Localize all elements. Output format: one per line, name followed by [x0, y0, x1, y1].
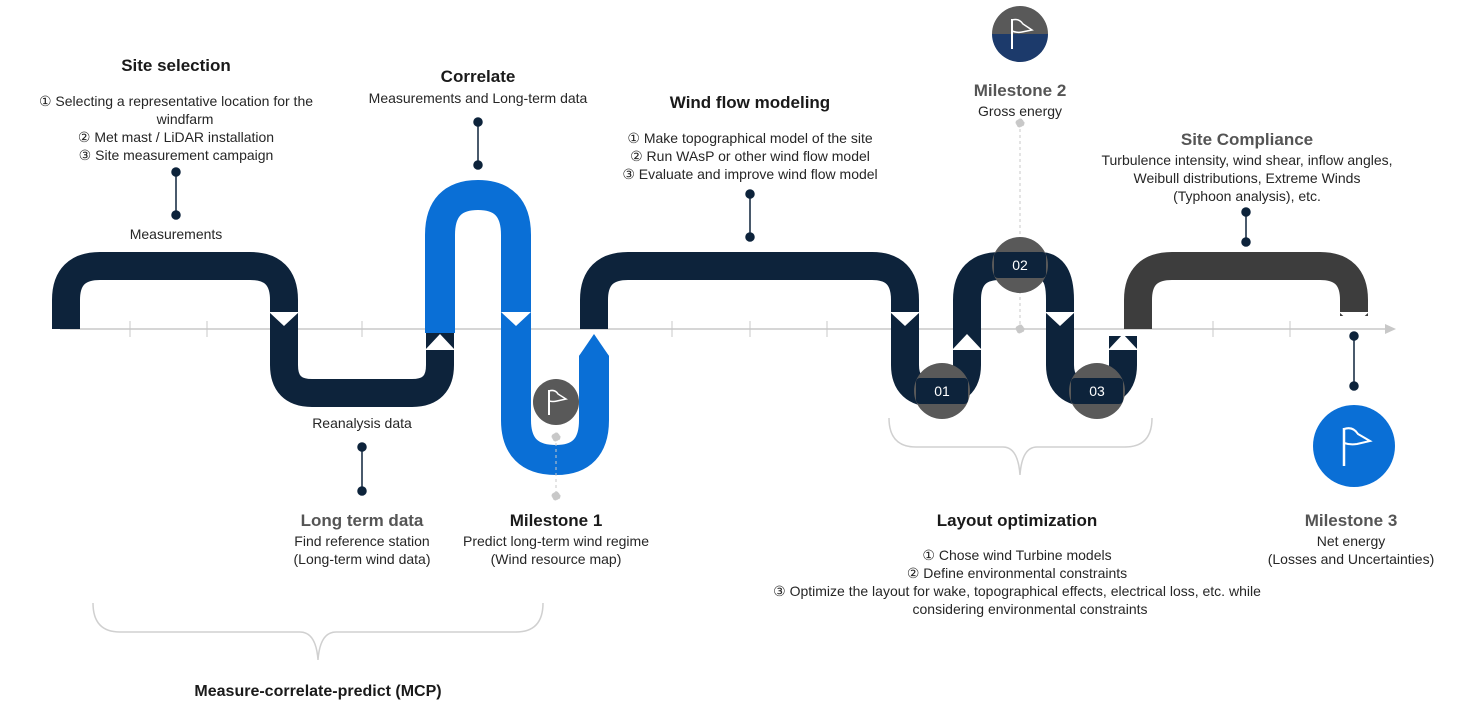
- milestone-2-title: Milestone 2: [973, 81, 1067, 100]
- path-notch: [501, 312, 531, 326]
- badge-01: [914, 363, 970, 419]
- path-notch: [890, 312, 920, 326]
- path-arrow-tip: [579, 334, 609, 356]
- path-segment-compliance: [1124, 252, 1368, 329]
- path-notch: [269, 312, 299, 326]
- milestone-dashed-stems: [551, 118, 1025, 501]
- path-notch: [952, 334, 982, 350]
- badge-03: [1069, 363, 1125, 419]
- wind-flow-title: Wind flow modeling: [669, 93, 831, 112]
- timeline-arrowhead: [1385, 324, 1396, 334]
- badge-01-label: 01: [934, 383, 950, 399]
- site-compliance-line-2: Weibull distributions, Extreme Winds: [1133, 170, 1361, 186]
- path-segment-mcp: [52, 252, 454, 407]
- reanalysis-label: Reanalysis data: [312, 415, 412, 431]
- layout-opt-title: Layout optimization: [936, 511, 1098, 530]
- milestone-1-title: Milestone 1: [509, 511, 603, 530]
- site-selection-item-2: ② Met mast / LiDAR installation: [77, 129, 275, 145]
- path-notch: [425, 334, 455, 350]
- milestone-2-flag-icon: [992, 6, 1048, 62]
- wind-flow-item-2: ② Run WAsP or other wind flow model: [630, 148, 870, 164]
- path-notch: [1108, 334, 1138, 350]
- measurements-label: Measurements: [129, 226, 223, 242]
- site-selection-title: Site selection: [121, 56, 231, 75]
- long-term-title: Long term data: [300, 511, 424, 530]
- milestone-3-line-1: Net energy: [1316, 533, 1386, 549]
- layout-opt-item-2: ② Define environmental constraints: [906, 565, 1128, 581]
- milestone-3-line-2: (Losses and Uncertainties): [1267, 551, 1435, 567]
- layout-opt-item-1: ① Chose wind Turbine models: [922, 547, 1112, 563]
- site-compliance-line-1: Turbulence intensity, wind shear, inflow…: [1101, 152, 1393, 168]
- badge-02: [992, 237, 1048, 293]
- wind-flow-item-1: ① Make topographical model of the site: [627, 130, 873, 146]
- path-notch: [1339, 312, 1369, 326]
- site-selection-item-3: ③ Site measurement campaign: [78, 147, 274, 163]
- path-segment-correlate: [425, 179, 609, 476]
- milestone-1-flag-icon: [533, 379, 579, 425]
- badge-03-label: 03: [1089, 383, 1105, 399]
- layout-opt-item-3-cont: considering environmental constraints: [912, 601, 1148, 617]
- milestone-3-title: Milestone 3: [1304, 511, 1398, 530]
- path-notch: [1045, 312, 1075, 326]
- milestone-2-subtitle: Gross energy: [977, 103, 1063, 119]
- site-compliance-line-3: (Typhoon analysis), etc.: [1173, 188, 1321, 204]
- connector-stems: [171, 117, 1359, 496]
- milestone-1-line-2: (Wind resource map): [490, 551, 622, 567]
- long-term-line-1: Find reference station: [294, 533, 430, 549]
- site-selection-item-1: ① Selecting a representative location fo…: [38, 93, 314, 109]
- badge-02-label: 02: [1012, 257, 1028, 273]
- layout-opt-item-3: ③ Optimize the layout for wake, topograp…: [773, 583, 1261, 599]
- timeline-ticks: [129, 321, 1291, 337]
- mcp-label: Measure-correlate-predict (MCP): [194, 683, 442, 700]
- correlate-title: Correlate: [440, 67, 516, 86]
- site-compliance-title: Site Compliance: [1180, 130, 1314, 149]
- path-notch: [579, 332, 609, 356]
- milestone-3-flag-icon: [1313, 405, 1395, 487]
- correlate-subtitle: Measurements and Long-term data: [368, 90, 588, 106]
- long-term-line-2: (Long-term wind data): [293, 551, 431, 567]
- mcp-brace: [92, 602, 544, 661]
- site-selection-item-1-cont: windfarm: [156, 111, 214, 127]
- milestone-1-line-1: Predict long-term wind regime: [463, 533, 649, 549]
- wind-flow-item-3: ③ Evaluate and improve wind flow model: [622, 166, 878, 182]
- layout-brace: [888, 417, 1153, 476]
